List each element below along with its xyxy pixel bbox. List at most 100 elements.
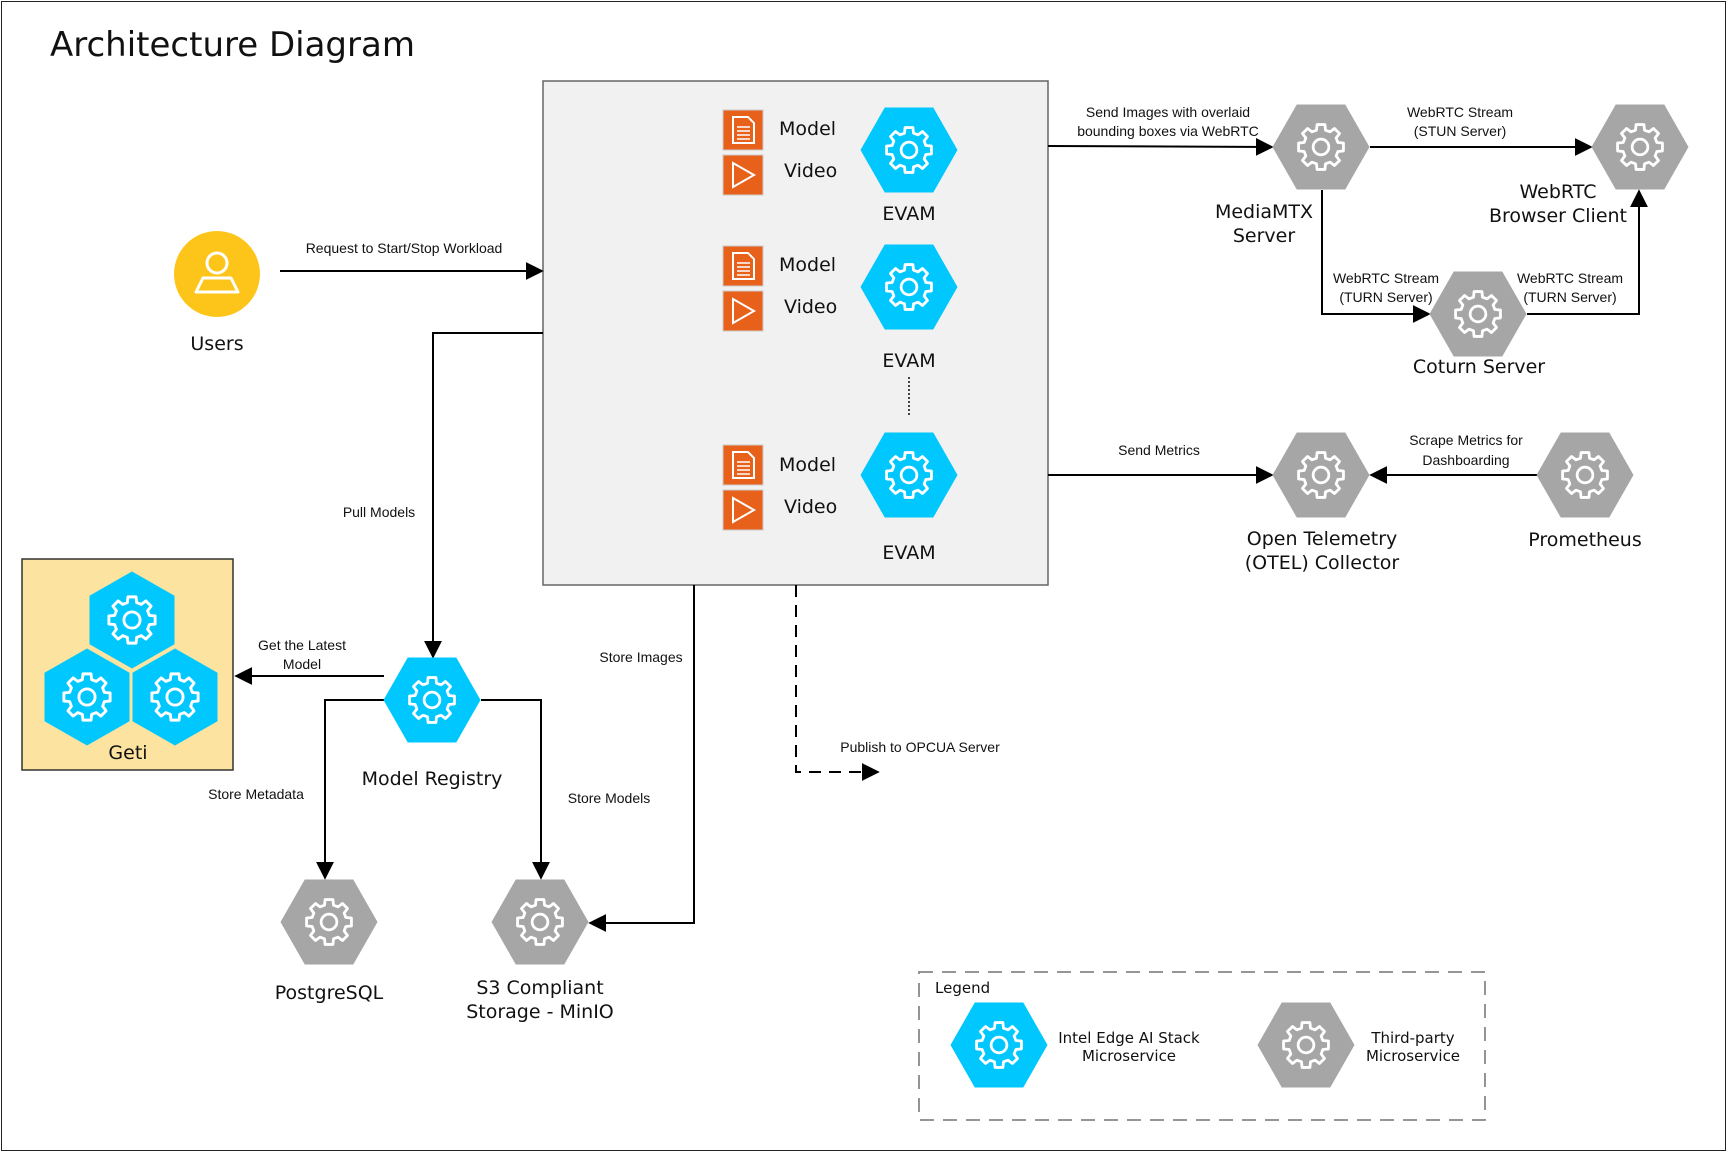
edge-label-pull-models: Pull Models [343, 504, 415, 520]
evam-1-node-hexagon [860, 107, 958, 193]
edges [234, 137, 1648, 932]
edge-label-turn-in-1: WebRTC Stream [1333, 270, 1439, 286]
postgresql-node-hexagon [280, 879, 378, 965]
legend-box [918, 971, 1486, 1121]
video-play-icon [722, 154, 764, 196]
edge-label-turn-in-2: (TURN Server) [1339, 289, 1432, 305]
edge-label-scrape-2: Dashboarding [1422, 452, 1509, 468]
geti-node-top-hexagon [89, 571, 175, 669]
video-play-icon [722, 489, 764, 531]
evam-1-video-label: Video [784, 160, 837, 182]
edge-pull-models [424, 332, 543, 659]
model-registry-label: Model Registry [362, 768, 503, 790]
webrtc-client-label-line1: WebRTC [1519, 181, 1596, 203]
evam-2-label: EVAM [882, 350, 935, 372]
prometheus-label: Prometheus [1528, 529, 1641, 551]
edge-send-images [1047, 137, 1274, 156]
mediamtx-node[interactable] [1272, 104, 1370, 190]
legend-third-party-icon-hexagon [1257, 1002, 1355, 1088]
edge-store-metadata [316, 699, 384, 880]
video-play-icon [722, 290, 764, 332]
edge-label-stun-2: (STUN Server) [1414, 123, 1507, 139]
postgresql-label: PostgreSQL [275, 982, 384, 1004]
coturn-node-hexagon [1429, 271, 1527, 357]
edge-label-get-latest-1: Get the Latest [258, 637, 346, 653]
minio-label-line1: S3 Compliant [476, 977, 603, 999]
edge-label-send-images-2: bounding boxes via WebRTC [1077, 123, 1259, 139]
edge-label-scrape-1: Scrape Metrics for [1409, 432, 1523, 448]
edge-label-get-latest-2: Model [283, 656, 321, 672]
edge-label-request: Request to Start/Stop Workload [306, 240, 503, 256]
edge-label-send-metrics: Send Metrics [1118, 442, 1200, 458]
edge-store-images [588, 585, 695, 932]
edge-label-store-models: Store Models [568, 790, 650, 806]
evam-group-2[interactable]: Model Video EVAM [779, 254, 936, 372]
mediamtx-label-line2: Server [1233, 225, 1295, 247]
evam-1-node[interactable] [860, 107, 958, 193]
edge-label-stun-1: WebRTC Stream [1407, 104, 1513, 120]
legend-third-party-label-2: Microservice [1366, 1047, 1460, 1065]
evam-1-label: EVAM [882, 203, 935, 225]
minio-label-line2: Storage - MinIO [466, 1001, 614, 1023]
edge-store-models [481, 699, 550, 880]
model-registry-node-hexagon [383, 657, 481, 743]
otel-node[interactable] [1272, 432, 1370, 518]
evam-1-model-label: Model [779, 118, 836, 140]
minio-node[interactable] [491, 879, 589, 965]
geti-label: Geti [108, 742, 147, 764]
otel-node-hexagon [1272, 432, 1370, 518]
evam-3-model-label: Model [779, 454, 836, 476]
evam-3-video-label: Video [784, 496, 837, 518]
evam-3-label: EVAM [882, 542, 935, 564]
evam-2-model-label: Model [779, 254, 836, 276]
edge-label-turn-out-2: (TURN Server) [1523, 289, 1616, 305]
otel-label-line1: Open Telemetry [1247, 528, 1398, 550]
evam-2-video-label: Video [784, 296, 837, 318]
model-file-icon [722, 245, 764, 287]
model-file-icon [722, 444, 764, 486]
coturn-node[interactable] [1429, 271, 1527, 357]
users-label: Users [190, 333, 243, 355]
nodes-layer [44, 104, 1689, 1088]
legend-intel-icon[interactable] [950, 1002, 1048, 1088]
legend-intel-icon-hexagon [950, 1002, 1048, 1088]
mediamtx-node-hexagon [1272, 104, 1370, 190]
edge-turn-out [1527, 189, 1648, 315]
evam-group-1[interactable]: Model Video EVAM [779, 118, 936, 225]
edge-label-send-images-1: Send Images with overlaid [1086, 104, 1250, 120]
geti-node-top[interactable] [89, 571, 175, 669]
prometheus-node-hexagon [1536, 432, 1634, 518]
evam-group-3[interactable]: Model Video EVAM [779, 454, 936, 564]
edge-label-store-images: Store Images [599, 649, 682, 665]
prometheus-node[interactable] [1536, 432, 1634, 518]
coturn-label: Coturn Server [1413, 356, 1545, 378]
legend-third-party-icon[interactable] [1257, 1002, 1355, 1088]
evam-3-node-hexagon [860, 432, 958, 518]
legend-title: Legend [935, 979, 990, 997]
otel-label-line2: (OTEL) Collector [1245, 552, 1400, 574]
legend-intel-label-2: Microservice [1082, 1047, 1176, 1065]
legend-intel-label-1: Intel Edge AI Stack [1058, 1029, 1200, 1047]
mediamtx-label-line1: MediaMTX [1215, 201, 1313, 223]
model-file-icon [722, 109, 764, 151]
edge-label-publish-opcua: Publish to OPCUA Server [840, 739, 1000, 755]
webrtc-client-node-hexagon [1591, 104, 1689, 190]
webrtc-client-label-line2: Browser Client [1489, 205, 1627, 227]
evam-2-node[interactable] [860, 244, 958, 330]
webrtc-client-node[interactable] [1591, 104, 1689, 190]
users-node[interactable] [174, 231, 260, 317]
legend-third-party-label-1: Third-party [1370, 1029, 1454, 1047]
edge-label-store-metadata: Store Metadata [208, 786, 304, 802]
evam-3-node[interactable] [860, 432, 958, 518]
evam-2-node-hexagon [860, 244, 958, 330]
geti-node-left-hexagon [44, 648, 130, 746]
edge-turn-in [1321, 190, 1431, 323]
geti-node-right[interactable] [132, 648, 218, 746]
postgresql-node[interactable] [280, 879, 378, 965]
model-registry-node[interactable] [383, 657, 481, 743]
geti-node-left[interactable] [44, 648, 130, 746]
minio-node-hexagon [491, 879, 589, 965]
edge-label-turn-out-1: WebRTC Stream [1517, 270, 1623, 286]
